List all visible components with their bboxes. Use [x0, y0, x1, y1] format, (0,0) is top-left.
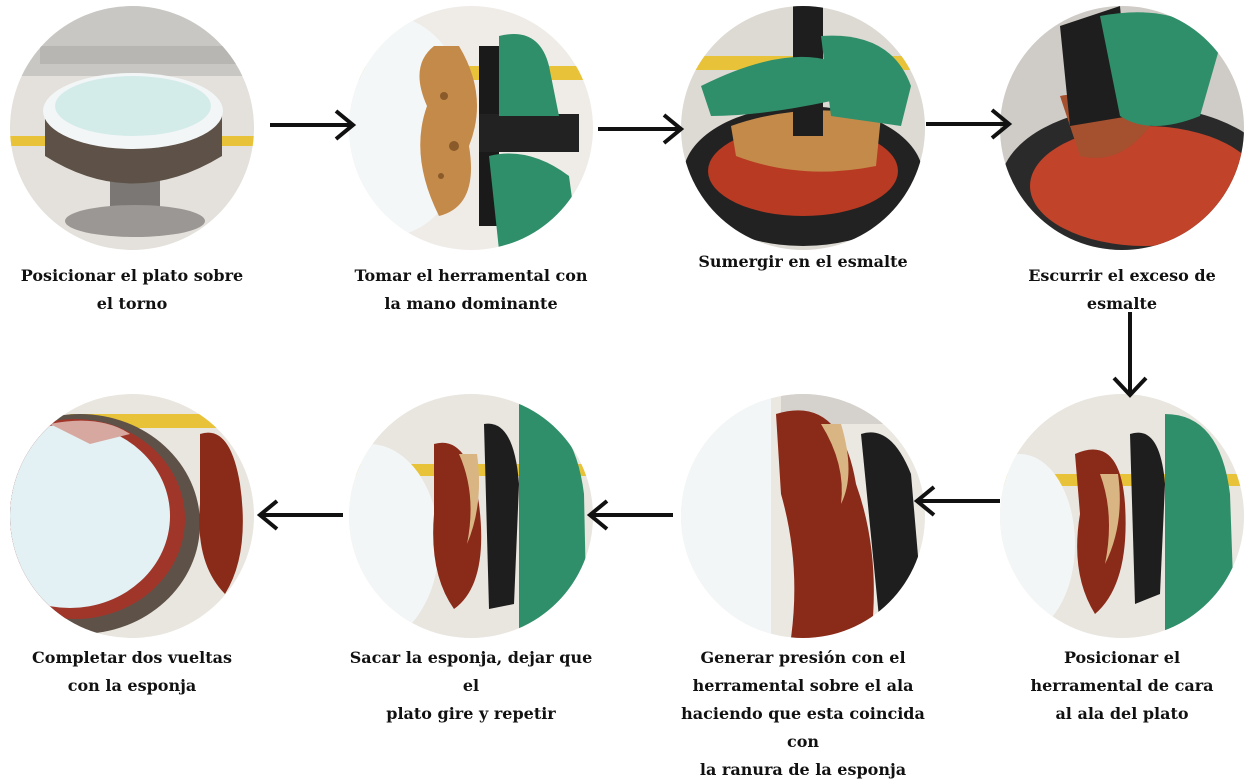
arrow-step4-to-step5	[1110, 310, 1150, 400]
arrow-step6-to-step7	[585, 498, 675, 532]
photo-hand-holds-tool	[349, 6, 593, 250]
arrow-step1-to-step2	[268, 108, 358, 142]
step-5-caption-line-1: Posicionar el	[992, 644, 1247, 672]
arrow-step7-to-step8	[255, 498, 345, 532]
step-5-caption-line-3: al ala del plato	[992, 700, 1247, 728]
photo-drain-excess	[1000, 6, 1244, 250]
step-2-caption-line-1: Tomar el herramental con	[341, 262, 601, 290]
step-8-caption-line-1: Completar dos vueltas	[2, 644, 262, 672]
step-8-caption-line-2: con la esponja	[2, 672, 262, 700]
photo-dip-in-glaze	[681, 6, 925, 250]
photo-plate-on-wheel	[10, 6, 254, 250]
step-2-caption-line-2: la mano dominante	[341, 290, 601, 318]
step-7-caption-line-1: Sacar la esponja, dejar que el	[341, 644, 601, 700]
arrow-step5-to-step6	[912, 484, 1002, 518]
arrow-step3-to-step4	[924, 107, 1014, 141]
step-7-caption-line-2: plato gire y repetir	[341, 700, 601, 728]
step-3-caption-line-1: Sumergir en el esmalte	[673, 248, 933, 276]
step-6-caption-line-4: la ranura de la esponja	[673, 756, 933, 784]
step-4-caption-line-1: Escurrir el exceso de	[992, 262, 1247, 290]
step-6-caption-line-3: haciendo que esta coincida con	[673, 700, 933, 756]
photo-tool-facing-rim	[1000, 394, 1244, 638]
step-1-caption-line-1: Posicionar el plato sobre	[2, 262, 262, 290]
photo-remove-sponge	[349, 394, 593, 638]
step-6-caption-line-1: Generar presión con el	[673, 644, 933, 672]
step-6-caption-line-2: herramental sobre el ala	[673, 672, 933, 700]
photo-press-sponge-closeup	[681, 394, 925, 638]
photo-finished-rim	[10, 394, 254, 638]
step-1-caption-line-2: el torno	[2, 290, 262, 318]
step-5-caption-line-2: herramental de cara	[992, 672, 1247, 700]
arrow-step2-to-step3	[596, 112, 686, 146]
